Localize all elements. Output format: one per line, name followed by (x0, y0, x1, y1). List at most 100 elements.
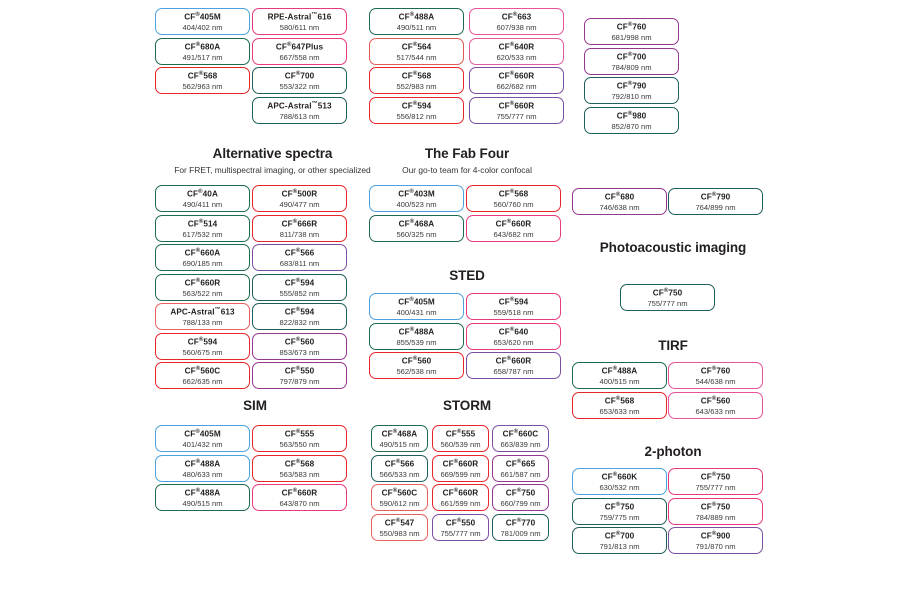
trademark-mark: ® (615, 501, 621, 508)
dye-name: CF®750 (652, 288, 683, 298)
dye-name: CF®790 (616, 81, 647, 91)
dye-name: CF®660R (498, 100, 535, 111)
trademark-mark: ® (711, 472, 717, 478)
dye-wavelengths: 788/613 nm (279, 111, 320, 121)
dye-name: CF®547 (384, 517, 415, 528)
section-heading-storm: STORM (442, 398, 491, 413)
dye-wavelengths: 667/558 nm (279, 52, 320, 62)
dye-name: CF®568 (187, 71, 218, 81)
dye-name: CF®980 (616, 110, 647, 121)
dye-wavelengths: 553/322 nm (279, 82, 320, 92)
dye-wavelengths: 663/839 nm (500, 440, 541, 450)
trademark-mark: ® (506, 218, 512, 225)
dye-wavelengths: 852/870 nm (611, 121, 652, 131)
dye-wavelengths: 781/009 nm (500, 528, 541, 538)
dye-name: CF®560 (401, 356, 432, 366)
trademark-mark: ® (295, 277, 301, 284)
section-heading-fab-four: The Fab Four (424, 146, 510, 161)
dye-name: CF®560C (184, 366, 221, 376)
dye-wavelengths: 563/522 nm (182, 288, 223, 298)
trademark-mark: ® (453, 488, 459, 494)
trademark-mark: ® (292, 218, 298, 225)
dye-wavelengths: 653/633 nm (599, 406, 640, 416)
dye-name: CF®640R (498, 41, 535, 52)
dye-wavelengths: 759/775 nm (599, 512, 640, 522)
